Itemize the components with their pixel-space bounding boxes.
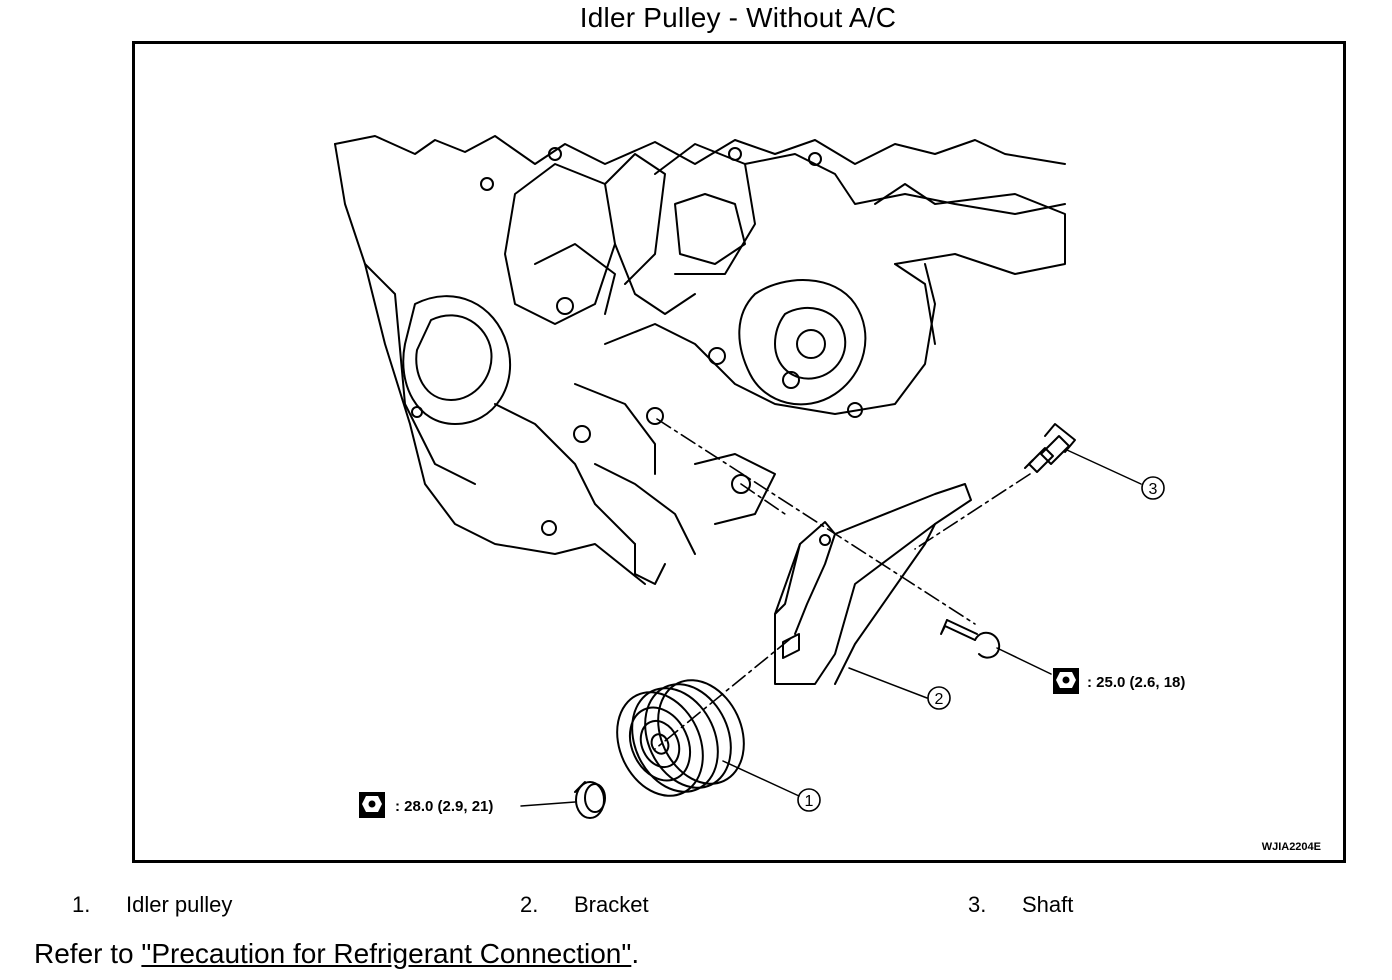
pulley-nut-drawing	[574, 781, 606, 819]
legend-number: 1.	[72, 892, 91, 917]
page-title: Idler Pulley - Without A/C	[579, 2, 897, 33]
callout-2: 2	[927, 686, 951, 710]
figure-id: WJIA2204E	[1262, 841, 1321, 853]
bracket-drawing	[774, 483, 972, 685]
torque-value-pulley-nut: : 28.0 (2.9, 21)	[395, 798, 493, 815]
legend-label: Idler pulley	[126, 892, 233, 917]
callout-2-label: 2	[935, 691, 944, 708]
engine-block-drawing	[334, 135, 1066, 585]
leader-lines	[520, 449, 1142, 807]
callout-1: 1	[797, 788, 821, 812]
legend-label: Shaft	[1022, 892, 1074, 917]
torque-callout-bracket: : 25.0 (2.6, 18)	[1053, 668, 1185, 694]
torque-wrench-icon	[1053, 668, 1079, 694]
legend-label: Bracket	[574, 892, 649, 917]
refer-suffix: .	[631, 938, 640, 969]
precaution-link[interactable]: "Precaution for Refrigerant Connection"	[141, 938, 632, 969]
torque-value-bracket-bolt: : 25.0 (2.6, 18)	[1087, 674, 1185, 691]
torque-callout-pulley: : 28.0 (2.9, 21)	[359, 792, 493, 818]
bracket-bolt-drawing	[940, 619, 1001, 659]
shaft-drawing	[1024, 423, 1076, 473]
callout-3-label: 3	[1149, 481, 1158, 498]
refer-prefix: Refer to	[34, 938, 142, 969]
legend-number: 3.	[968, 892, 987, 917]
callout-1-label: 1	[805, 793, 814, 810]
exploded-view-diagram: 3 2 1 : 25.0 (2.6, 18) : 28.0 (2.9,	[334, 135, 1321, 853]
idler-pulley-drawing	[616, 679, 745, 797]
diagram-frame: 3 2 1 : 25.0 (2.6, 18) : 28.0 (2.9,	[132, 41, 1346, 863]
callout-3: 3	[1141, 476, 1165, 500]
torque-wrench-icon	[359, 792, 385, 818]
legend-number: 2.	[520, 892, 539, 917]
refer-note: Refer to "Precaution for Refrigerant Con…	[34, 938, 639, 970]
